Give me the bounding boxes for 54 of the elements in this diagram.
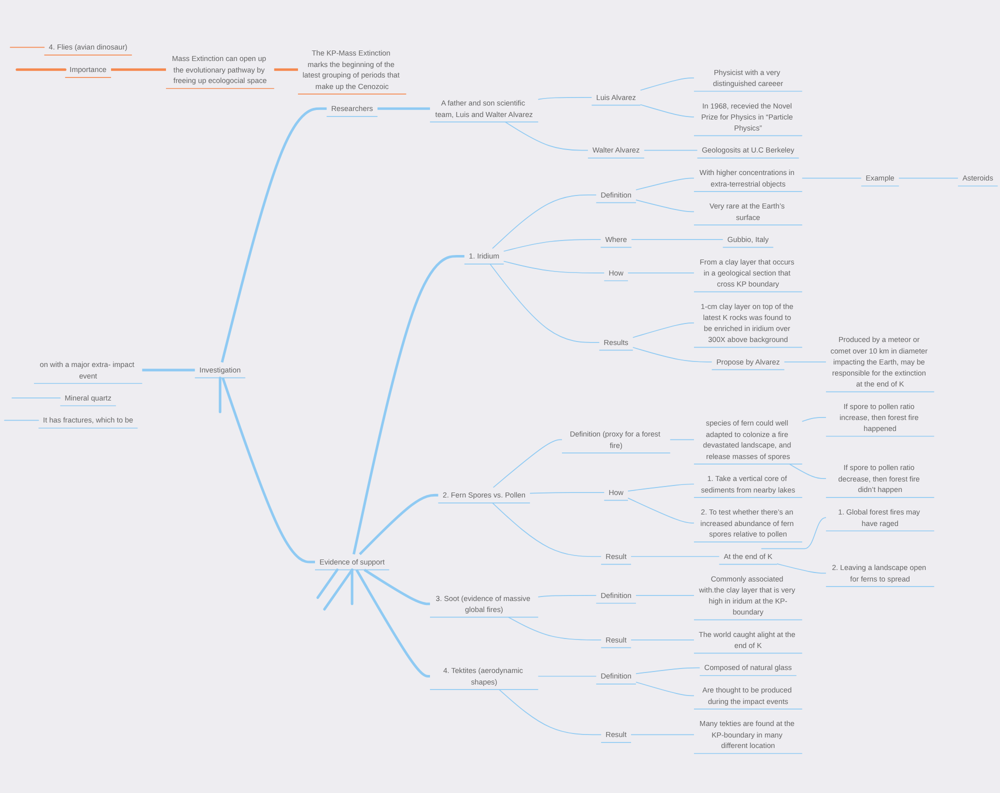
connector	[630, 556, 720, 557]
connector	[628, 484, 694, 492]
connector	[898, 178, 958, 179]
connector-line	[323, 568, 354, 611]
connector	[776, 563, 826, 574]
connector	[378, 107, 430, 110]
connector	[358, 494, 438, 556]
connector	[352, 254, 464, 554]
connector	[498, 689, 602, 736]
connector	[355, 569, 430, 678]
connector	[630, 734, 694, 736]
connector	[802, 178, 862, 179]
connector	[640, 78, 694, 91]
connector	[631, 239, 724, 240]
connector	[220, 107, 327, 363]
connector	[538, 676, 597, 677]
connector	[636, 682, 694, 696]
connector	[802, 417, 826, 422]
connector	[760, 517, 826, 550]
connector	[644, 150, 698, 151]
connector	[636, 667, 700, 674]
connector	[508, 616, 602, 640]
connector	[503, 260, 605, 274]
connector-line	[350, 568, 354, 606]
connector	[490, 264, 600, 343]
connector-line	[316, 568, 339, 599]
connector	[222, 377, 315, 564]
connector-line	[218, 376, 222, 414]
connector	[274, 68, 298, 71]
connector	[632, 346, 712, 362]
connector	[142, 368, 195, 372]
connector	[530, 492, 605, 494]
connector	[784, 361, 826, 362]
connector	[628, 498, 694, 524]
connector	[364, 568, 430, 606]
connector	[503, 239, 602, 252]
connector	[492, 502, 602, 557]
connector	[670, 439, 694, 440]
connector	[628, 272, 694, 274]
connector	[636, 200, 694, 212]
connector	[111, 68, 166, 71]
connector	[636, 595, 694, 596]
connector	[492, 194, 597, 249]
connector-line	[16, 68, 66, 71]
connector	[538, 595, 597, 598]
connector	[538, 97, 592, 100]
connector	[632, 322, 694, 338]
connector-line	[4, 420, 39, 421]
connector	[504, 122, 588, 151]
connector	[492, 439, 562, 488]
connector	[640, 104, 694, 118]
connector	[636, 178, 694, 190]
connector	[788, 464, 826, 480]
connector-line	[10, 46, 45, 48]
